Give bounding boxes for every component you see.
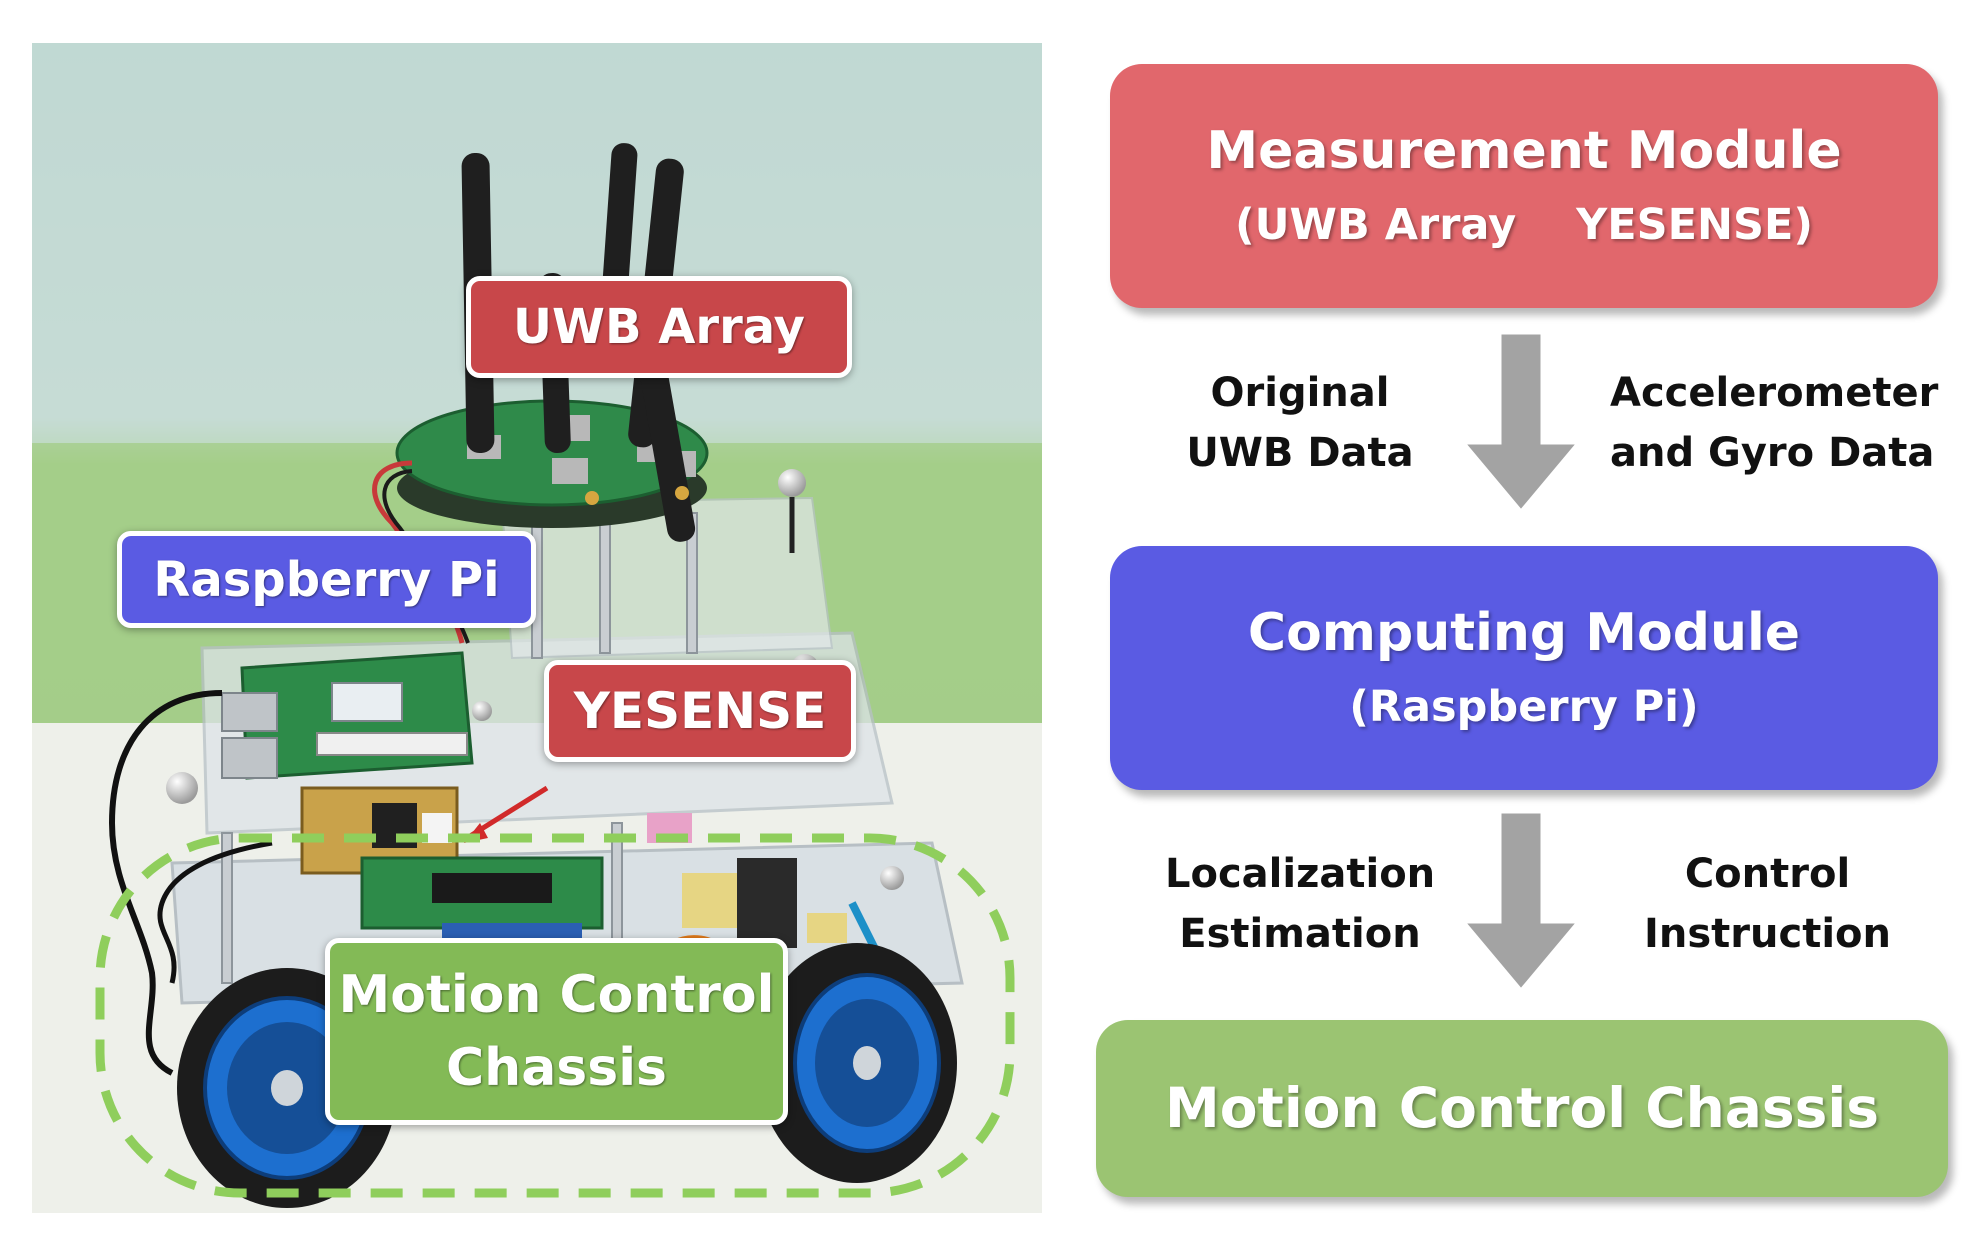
label-original-uwb-data-line2: UWB Data — [1186, 430, 1414, 476]
tag-chassis-line2: Chassis — [446, 1037, 667, 1098]
label-localization-estimation: Localization Estimation — [1165, 844, 1435, 964]
computing-module-title: Computing Module — [1247, 602, 1801, 663]
measurement-module-title: Measurement Module — [1206, 120, 1842, 181]
measurement-module: Measurement Module (UWB Array YESENSE) — [1110, 64, 1938, 308]
label-localization-line1: Localization — [1165, 851, 1436, 897]
robot-car-photo: UWB Array Raspberry Pi YESENSE Motion Co… — [32, 43, 1042, 1213]
usb-cable — [108, 690, 223, 1076]
label-accelerometer-line1: Accelerometer — [1610, 370, 1939, 416]
tag-uwb-array: UWB Array — [466, 276, 852, 378]
label-original-uwb-data: Original UWB Data — [1175, 363, 1425, 483]
label-gyro-data-line2: and Gyro Data — [1610, 430, 1935, 476]
tag-chassis-line1: Motion Control — [338, 964, 775, 1025]
measurement-sub-left: (UWB Array — [1234, 199, 1517, 250]
measurement-module-subtitle: (UWB Array YESENSE) — [1234, 199, 1813, 250]
tag-motion-control-chassis: Motion Control Chassis — [325, 938, 788, 1125]
down-arrow-1 — [1462, 333, 1580, 513]
label-instruction-line2: Instruction — [1644, 911, 1891, 957]
chassis-dashed-outline — [95, 833, 1015, 1198]
computing-module: Computing Module (Raspberry Pi) — [1110, 546, 1938, 790]
label-control-instruction: Control Instruction — [1640, 844, 1895, 964]
raspberry-pi-board — [221, 651, 474, 780]
label-control-line1: Control — [1684, 851, 1851, 897]
down-arrow-2 — [1462, 812, 1580, 992]
motion-control-chassis-module: Motion Control Chassis — [1096, 1020, 1948, 1197]
tag-raspberry-pi: Raspberry Pi — [117, 531, 536, 628]
label-original-uwb-data-line1: Original — [1210, 370, 1390, 416]
chassis-module-title: Motion Control Chassis — [1165, 1076, 1879, 1141]
label-estimation-line2: Estimation — [1179, 911, 1421, 957]
measurement-sub-right: YESENSE) — [1576, 199, 1813, 250]
power-cable — [157, 840, 273, 984]
robot-car-illustration — [32, 43, 1042, 1213]
computing-module-subtitle: (Raspberry Pi) — [1349, 681, 1699, 732]
window-glass — [32, 43, 1042, 443]
tag-yesense: YESENSE — [544, 660, 856, 762]
wheel-right — [757, 943, 957, 1183]
label-accelerometer-gyro-data: Accelerometer and Gyro Data — [1610, 363, 1939, 483]
